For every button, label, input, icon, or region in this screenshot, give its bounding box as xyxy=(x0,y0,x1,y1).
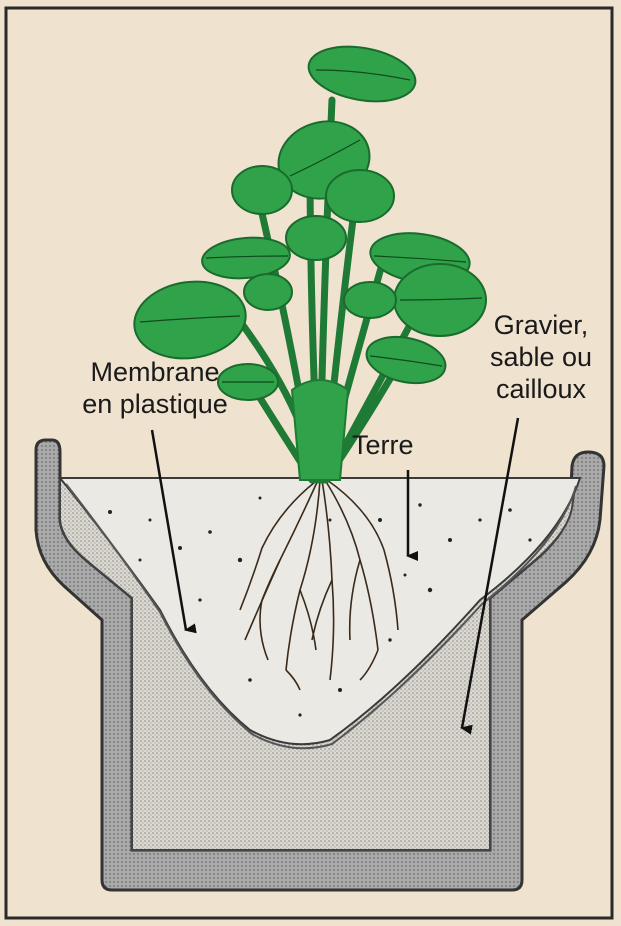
soil-label-line1: Terre xyxy=(352,429,414,461)
membrane-label-line1: Membrane xyxy=(30,356,280,388)
gravel-label-line3: cailloux xyxy=(466,373,616,405)
membrane-label-line2: en plastique xyxy=(30,388,280,420)
stem-base xyxy=(292,380,348,480)
membrane-label: Membrane en plastique xyxy=(30,356,280,420)
gravel-label: Gravier, sable ou cailloux xyxy=(466,309,616,405)
soil-label: Terre xyxy=(352,429,414,461)
gravel-label-line1: Gravier, xyxy=(466,309,616,341)
plant-leaves xyxy=(129,39,486,400)
gravel-label-line2: sable ou xyxy=(466,341,616,373)
